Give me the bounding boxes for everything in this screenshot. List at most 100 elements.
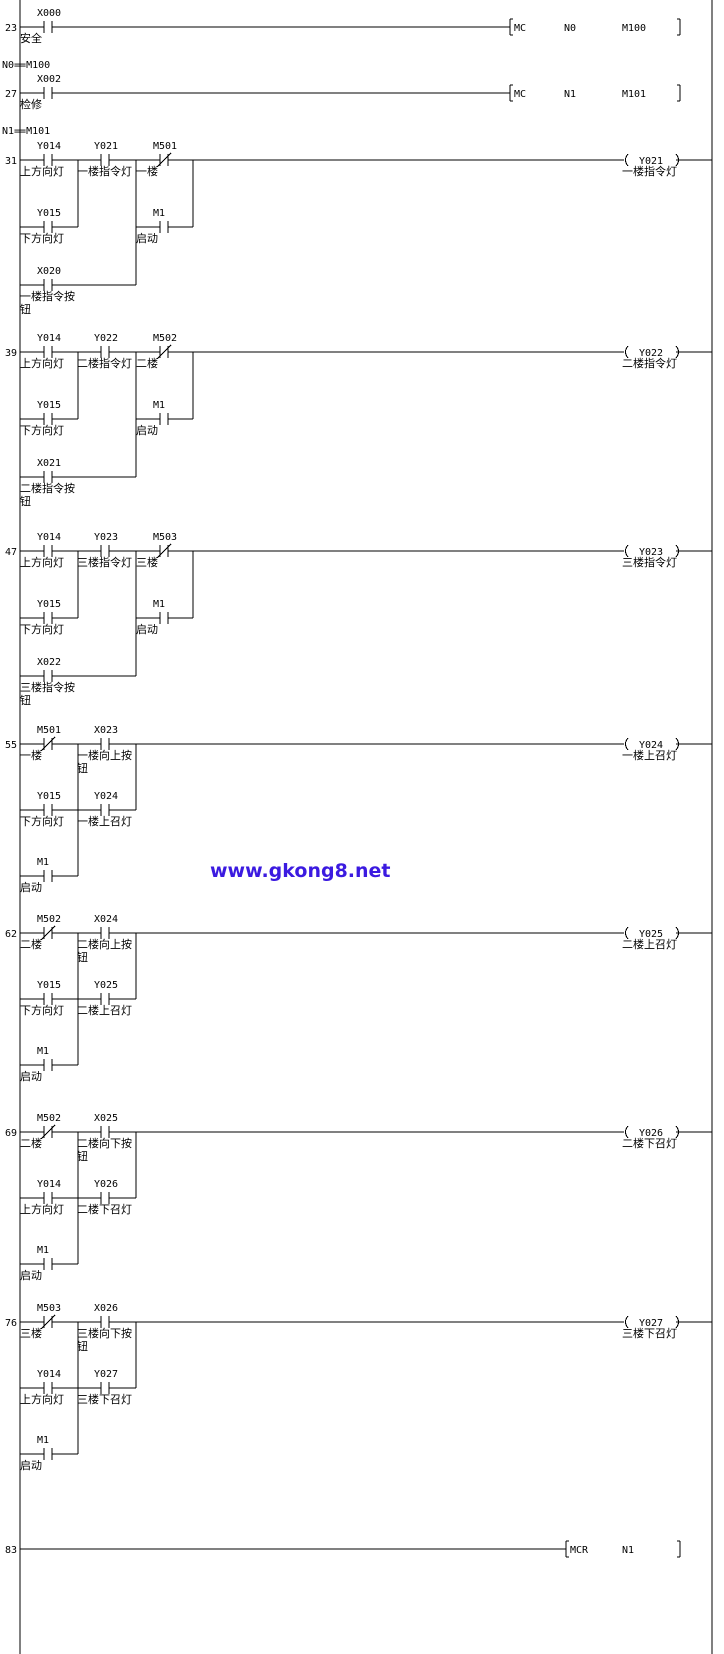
- call-rung-76-coil-comment: 三楼下召灯: [622, 1326, 677, 1340]
- cmd-rung-47-c2-comment: 三楼指令灯: [77, 555, 132, 569]
- cmd-rung-39-c1-comment: 上方向灯: [20, 356, 64, 370]
- call-rung-55-coil-left: [625, 737, 629, 751]
- cmd-rung-39-b1-comment: 下方向灯: [20, 423, 64, 437]
- cmd-rung-47-b2-comment: 启动: [136, 623, 158, 636]
- cmd-rung-39-c2-comment: 二楼指令灯: [77, 356, 132, 370]
- call-rung-62-c1-comment: 二楼: [20, 937, 42, 951]
- mc-rung-27-step-number: 27: [5, 89, 17, 100]
- mc-rung-27-device: M101: [622, 89, 646, 100]
- call-rung-76-c1-nc-slash: [40, 1314, 56, 1330]
- call-rung-76-coil-address: Y027: [639, 1318, 663, 1329]
- watermark-text: www.gkong8.net: [210, 860, 391, 882]
- call-rung-76-b2-address: Y027: [94, 1369, 118, 1380]
- call-rung-69-c2-comment: 二楼向下按: [77, 1136, 132, 1150]
- cmd-rung-31-coil-left: [625, 153, 629, 167]
- call-rung-69-b3-comment: 启动: [20, 1269, 42, 1282]
- mc-rung-23-nest-level: N0: [564, 23, 576, 34]
- call-rung-55-c1-comment: 一楼: [20, 748, 42, 762]
- cmd-rung-39-b1-address: Y015: [37, 400, 61, 411]
- call-rung-69-b1-address: Y014: [37, 1179, 61, 1190]
- cmd-rung-39-x-address: X021: [37, 458, 61, 469]
- mc-rung-23-contact-address: X000: [37, 8, 61, 19]
- call-rung-69-coil-left: [625, 1125, 629, 1139]
- mc-rung-27-mc-marker: N1==M101: [2, 126, 50, 137]
- cmd-rung-39-c3-comment: 二楼: [136, 356, 158, 370]
- call-rung-55-coil-comment: 一楼上召灯: [622, 748, 677, 762]
- cmd-rung-47-b1-comment: 下方向灯: [20, 622, 64, 636]
- cmd-rung-47-c3-address: M503: [153, 532, 177, 543]
- cmd-rung-31-b1-comment: 下方向灯: [20, 231, 64, 245]
- call-rung-55-c2-comment-line2: 钮: [77, 761, 88, 775]
- call-rung-62-coil-comment: 二楼上召灯: [622, 937, 677, 951]
- cmd-rung-47-x-comment-line2: 钮: [20, 693, 31, 707]
- cmd-rung-39-x-comment-line2: 钮: [20, 494, 31, 508]
- cmd-rung-39-c3-address: M502: [153, 333, 177, 344]
- call-rung-55-b2-address: Y024: [94, 791, 118, 802]
- cmd-rung-47-coil-comment: 三楼指令灯: [622, 555, 677, 569]
- cmd-rung-31-c3-nc-slash: [156, 152, 172, 168]
- call-rung-69-b2-address: Y026: [94, 1179, 118, 1190]
- call-rung-62-coil-address: Y025: [639, 929, 663, 940]
- cmd-rung-47-c2-address: Y023: [94, 532, 118, 543]
- cmd-rung-39-c2-address: Y022: [94, 333, 118, 344]
- call-rung-62-b1-address: Y015: [37, 980, 61, 991]
- call-rung-76-c2-address: X026: [94, 1303, 118, 1314]
- call-rung-76-b1-address: Y014: [37, 1369, 61, 1380]
- mc-rung-27-nest-level: N1: [564, 89, 576, 100]
- cmd-rung-47-c3-nc-slash: [156, 543, 172, 559]
- call-rung-69-c1-nc-slash: [40, 1124, 56, 1140]
- call-rung-55-c1-nc-slash: [40, 736, 56, 752]
- call-rung-55-coil-address: Y024: [639, 740, 663, 751]
- cmd-rung-47-b2-address: M1: [153, 599, 165, 610]
- cmd-rung-47-b1-address: Y015: [37, 599, 61, 610]
- call-rung-62-b1-comment: 下方向灯: [20, 1003, 64, 1017]
- cmd-rung-39-x-comment: 二楼指令按: [20, 481, 75, 495]
- call-rung-62-c2-address: X024: [94, 914, 118, 925]
- cmd-rung-47-step-number: 47: [5, 547, 17, 558]
- cmd-rung-39-c3-nc-slash: [156, 344, 172, 360]
- call-rung-69-c1-address: M502: [37, 1113, 61, 1124]
- mc-rung-27-contact-comment: 检修: [20, 97, 42, 111]
- call-rung-55-c2-comment: 一楼向上按: [77, 748, 132, 762]
- call-rung-62-c1-nc-slash: [40, 925, 56, 941]
- call-rung-55-b1-comment: 下方向灯: [20, 814, 64, 828]
- call-rung-69-c2-address: X025: [94, 1113, 118, 1124]
- call-rung-55-c1-address: M501: [37, 725, 61, 736]
- cmd-rung-31-x-comment-line2: 钮: [20, 302, 31, 316]
- call-rung-76-c1-address: M503: [37, 1303, 61, 1314]
- call-rung-62-b2-comment: 二楼上召灯: [77, 1003, 132, 1017]
- call-rung-62-coil-left: [625, 926, 629, 940]
- call-rung-69-step-number: 69: [5, 1128, 17, 1139]
- cmd-rung-47-x-address: X022: [37, 657, 61, 668]
- mc-rung-23-device: M100: [622, 23, 646, 34]
- call-rung-76-b3-address: M1: [37, 1435, 49, 1446]
- call-rung-69-coil-address: Y026: [639, 1128, 663, 1139]
- cmd-rung-31-c1-comment: 上方向灯: [20, 164, 64, 178]
- call-rung-76-c2-comment: 三楼向下按: [77, 1326, 132, 1340]
- cmd-rung-31-step-number: 31: [5, 156, 17, 167]
- mcr-rung-step-number: 83: [5, 1545, 17, 1556]
- cmd-rung-39-coil-left: [625, 345, 629, 359]
- call-rung-76-b2-comment: 三楼下召灯: [77, 1392, 132, 1406]
- cmd-rung-31-b1-address: Y015: [37, 208, 61, 219]
- mc-rung-23-step-number: 23: [5, 23, 17, 34]
- call-rung-76-b1-comment: 上方向灯: [20, 1392, 64, 1406]
- cmd-rung-39-b2-comment: 启动: [136, 424, 158, 437]
- call-rung-62-b3-address: M1: [37, 1046, 49, 1057]
- cmd-rung-39-c1-address: Y014: [37, 333, 61, 344]
- cmd-rung-39-coil-comment: 二楼指令灯: [622, 356, 677, 370]
- cmd-rung-39-b2-address: M1: [153, 400, 165, 411]
- call-rung-55-b3-address: M1: [37, 857, 49, 868]
- cmd-rung-31-c3-comment: 一楼: [136, 164, 158, 178]
- cmd-rung-47-x-comment: 三楼指令按: [20, 680, 75, 694]
- cmd-rung-47-c1-comment: 上方向灯: [20, 555, 64, 569]
- cmd-rung-39-coil-address: Y022: [639, 348, 663, 359]
- call-rung-69-coil-comment: 二楼下召灯: [622, 1136, 677, 1150]
- cmd-rung-47-coil-left: [625, 544, 629, 558]
- cmd-rung-31-coil-address: Y021: [639, 156, 663, 167]
- call-rung-69-b1-comment: 上方向灯: [20, 1202, 64, 1216]
- call-rung-76-c2-comment-line2: 钮: [77, 1339, 88, 1353]
- cmd-rung-31-c3-address: M501: [153, 141, 177, 152]
